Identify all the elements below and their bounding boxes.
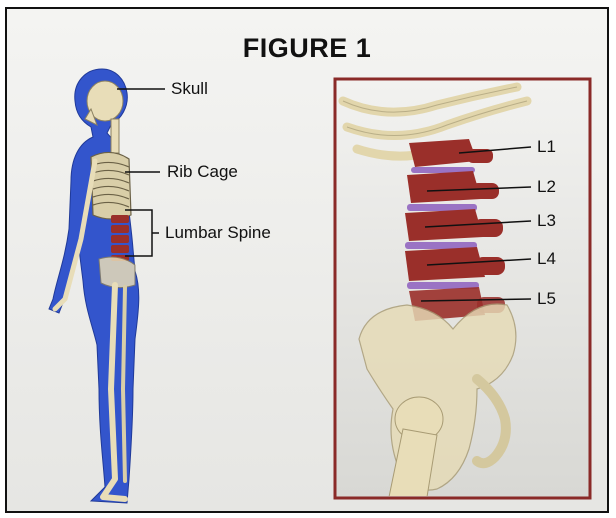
label-l4: L4 <box>537 249 556 269</box>
label-skull: Skull <box>171 79 208 99</box>
label-rib-cage: Rib Cage <box>167 162 238 182</box>
label-l3: L3 <box>537 211 556 231</box>
label-l5: L5 <box>537 289 556 309</box>
body-figure <box>49 69 139 503</box>
label-lumbar-spine: Lumbar Spine <box>165 223 271 243</box>
anatomy-illustration <box>7 9 609 513</box>
neck-spine <box>111 119 119 153</box>
figure-frame: FIGURE 1 Skull Rib Cage Lumbar Spine L1 … <box>5 7 609 513</box>
label-l2: L2 <box>537 177 556 197</box>
label-l1: L1 <box>537 137 556 157</box>
figure-title: FIGURE 1 <box>7 33 607 64</box>
